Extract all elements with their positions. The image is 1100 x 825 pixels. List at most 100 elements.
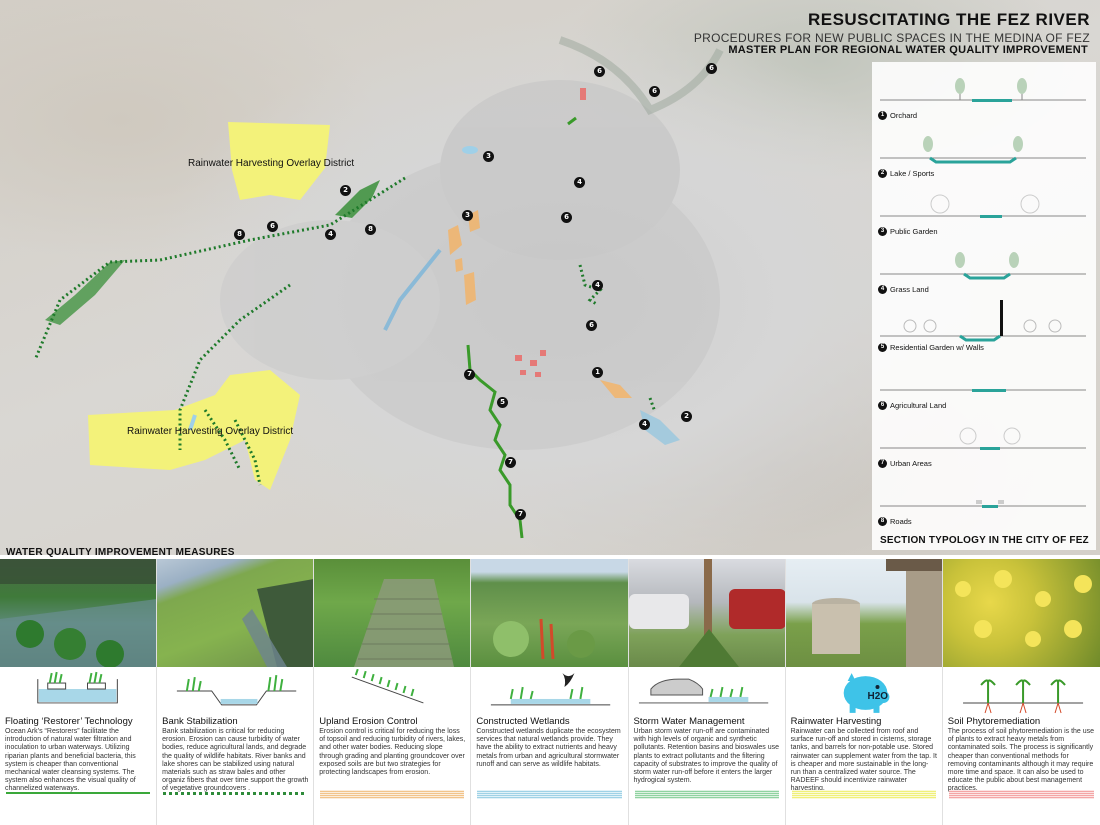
overlay-district-south xyxy=(88,370,300,490)
legend-band-pink xyxy=(948,790,1094,799)
typology-number: 5 xyxy=(878,343,887,352)
typology-label: Residential Garden w/ Walls xyxy=(890,343,984,352)
measure-card-storm-water: Storm Water Management Urban storm water… xyxy=(628,559,786,825)
bank-stabilization-photo xyxy=(157,559,314,667)
map-marker: 6 xyxy=(649,86,660,97)
typology-number: 3 xyxy=(878,227,887,236)
urban-areas-section-icon xyxy=(880,427,1086,450)
measure-description: Erosion control is critical for reducing… xyxy=(319,728,466,777)
legend-solid-green xyxy=(6,792,151,794)
map-marker: 3 xyxy=(462,210,473,221)
measure-title: Rainwater Harvesting xyxy=(790,716,882,727)
piggy-label: H2O xyxy=(867,691,888,702)
upland-erosion-photo xyxy=(314,559,471,667)
measure-description: Constructed wetlands duplicate the ecosy… xyxy=(476,728,621,768)
map-overlay xyxy=(33,36,724,539)
typology-number: 8 xyxy=(878,517,887,526)
measure-title: Storm Water Management xyxy=(633,716,745,727)
residential-garden-section-icon xyxy=(880,300,1086,342)
measure-card-floating-restorer: Floating ‘Restorer’ Technology Ocean Ark… xyxy=(0,559,158,825)
map-marker: 6 xyxy=(267,221,278,232)
orchard-section-icon xyxy=(880,78,1086,102)
floating-restorer-photo xyxy=(0,559,157,667)
bank-stabilization-diagram-icon xyxy=(177,674,297,706)
measure-description: Rainwater can be collected from roof and… xyxy=(790,728,937,793)
typology-label: Roads xyxy=(890,517,912,526)
page-title: RESUSCITATING THE FEZ RIVER xyxy=(807,10,1090,29)
measure-card-rainwater-harvesting: H2O Rainwater Harvesting Rainwater can b… xyxy=(785,559,943,825)
measure-card-upland-erosion: Upland Erosion Control Erosion control i… xyxy=(314,559,472,825)
storm-water-diagram-icon xyxy=(638,678,768,704)
legend-band-mint xyxy=(634,790,779,799)
typology-footer: SECTION TYPOLOGY IN THE CITY OF FEZ xyxy=(880,535,1089,546)
upland-erosion-diagram-icon xyxy=(351,669,424,704)
measure-title: Upland Erosion Control xyxy=(319,716,418,727)
map-marker: 4 xyxy=(639,419,650,430)
map-marker: 3 xyxy=(483,151,494,162)
measure-title: Soil Phytoremediation xyxy=(947,716,1041,727)
channel-blue xyxy=(383,248,442,331)
map-marker: 4 xyxy=(325,229,336,240)
district-label-south: Rainwater Harvesting Overlay District xyxy=(127,426,294,437)
legend-band-orange xyxy=(320,790,465,799)
map-marker: 6 xyxy=(561,212,572,223)
phytoremediation-diagram-icon xyxy=(962,679,1083,714)
map-marker: 8 xyxy=(365,224,376,235)
measure-card-soil-phytoremediation: Soil Phytoremediation The process of soi… xyxy=(942,559,1100,825)
rainwater-harvesting-photo xyxy=(785,559,942,667)
piggy-bank-icon: H2O xyxy=(843,673,890,713)
map-marker: 6 xyxy=(586,320,597,331)
map-marker: 7 xyxy=(505,457,516,468)
legend-dotted-green xyxy=(163,792,308,795)
measure-description: Bank stabilization is critical for reduc… xyxy=(162,728,309,793)
typology-number: 6 xyxy=(878,401,887,410)
public-garden-section-icon xyxy=(880,194,1086,218)
map-marker: 4 xyxy=(574,177,585,188)
typology-label: Lake / Sports xyxy=(890,169,935,178)
measure-card-constructed-wetlands: Constructed Wetlands Constructed wetland… xyxy=(471,559,629,825)
map-marker: 1 xyxy=(592,367,603,378)
legend-band-blue xyxy=(477,790,622,799)
title-block: RESUSCITATING THE FEZ RIVER PROCEDURES F… xyxy=(694,10,1090,45)
corridor-southwest xyxy=(178,283,291,450)
measures-heading: WATER QUALITY IMPROVEMENT MEASURES xyxy=(6,547,235,558)
district-label-north: Rainwater Harvesting Overlay District xyxy=(188,158,355,169)
typology-label: Orchard xyxy=(890,111,918,120)
map-marker: 2 xyxy=(681,411,692,422)
constructed-wetlands-photo xyxy=(471,559,628,667)
lake-section-icon xyxy=(880,136,1086,164)
map-marker: 6 xyxy=(594,66,605,77)
map-marker: 7 xyxy=(464,369,475,380)
measure-card-bank-stabilization: Bank Stabilization Bank stabilization is… xyxy=(157,559,315,825)
typology-label: Urban Areas xyxy=(890,459,932,468)
map-marker: 5 xyxy=(497,397,508,408)
typology-number: 1 xyxy=(878,111,887,120)
grass-land-section-icon xyxy=(880,252,1086,280)
soil-phytoremediation-photo xyxy=(942,559,1100,667)
measure-description: The process of soil phytoremediation is … xyxy=(947,728,1095,793)
agricultural-land-section-icon xyxy=(880,389,1086,392)
map-marker: 7 xyxy=(515,509,526,520)
typology-number: 4 xyxy=(878,285,887,294)
master-plan-heading: MASTER PLAN FOR REGIONAL WATER QUALITY I… xyxy=(728,44,1088,56)
page-subtitle: PROCEDURES FOR NEW PUBLIC SPACES IN THE … xyxy=(693,31,1090,45)
storm-water-photo xyxy=(628,559,785,667)
overlay-district-north xyxy=(228,122,330,200)
constructed-wetlands-diagram-icon xyxy=(491,673,611,706)
map-marker: 2 xyxy=(340,185,351,196)
measure-title: Floating ‘Restorer’ Technology xyxy=(5,716,133,727)
measure-title: Constructed Wetlands xyxy=(476,716,570,727)
measures-strip: Floating ‘Restorer’ Technology Ocean Ark… xyxy=(0,559,1100,825)
typology-number: 7 xyxy=(878,459,887,468)
measure-description: Ocean Ark’s “Restorers” facilitate the i… xyxy=(5,728,136,793)
map-marker: 6 xyxy=(706,63,717,74)
